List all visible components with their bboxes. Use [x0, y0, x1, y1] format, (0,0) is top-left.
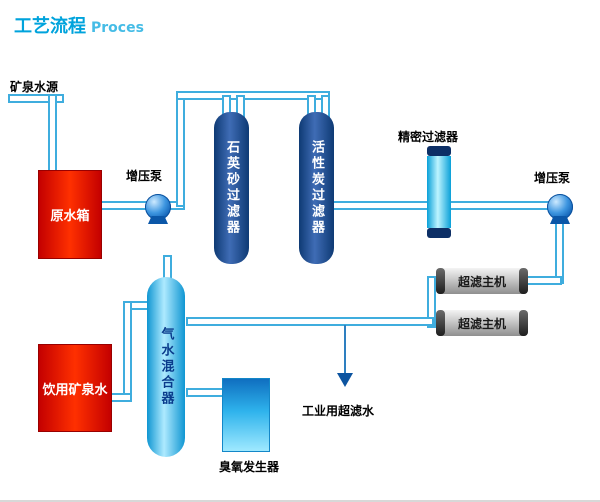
ozone-generator [222, 378, 270, 452]
line-industrial-branch [344, 325, 346, 375]
booster-pump-1-icon [145, 194, 171, 220]
uf-main-unit-1-label: 超滤主机 [457, 274, 506, 289]
arrow-down-icon [337, 373, 353, 387]
uf-main-unit-2: 超滤主机 [436, 310, 528, 336]
pipe-source-vertical [48, 94, 57, 176]
page-title-en: Proces [91, 20, 144, 36]
source-label: 矿泉水源 [10, 80, 59, 94]
quartz-sand-filter-label: 石英砂过滤器 [224, 140, 239, 236]
ozone-generator-label: 臭氧发生器 [219, 460, 280, 474]
raw-water-tank-label: 原水箱 [50, 209, 90, 224]
pipe-source-horizontal [8, 94, 64, 103]
gas-water-mixer: 气水混合器 [147, 277, 185, 457]
uf-main-unit-2-label: 超滤主机 [457, 316, 506, 331]
pipe-mixer-down [123, 301, 132, 401]
precision-filter [427, 146, 451, 238]
precision-filter-bottom-cap [427, 228, 451, 238]
precision-filter-label: 精密过滤器 [398, 130, 459, 144]
precision-filter-body [427, 156, 451, 228]
pipe-uf-return [186, 317, 434, 326]
page-title-zh: 工艺流程 [14, 16, 86, 37]
pump2-label: 增压泵 [534, 171, 571, 185]
drinking-water-tank: 饮用矿泉水 [38, 344, 112, 432]
precision-filter-top-cap [427, 146, 451, 156]
gas-water-mixer-label: 气水混合器 [158, 327, 174, 407]
page-title: 工艺流程 Proces [14, 12, 144, 38]
activated-carbon-filter: 活性炭过滤器 [299, 112, 334, 264]
drinking-water-tank-label: 饮用矿泉水 [42, 382, 108, 398]
raw-water-tank: 原水箱 [38, 170, 102, 259]
booster-pump-2-icon [547, 194, 573, 220]
pump1-label: 增压泵 [126, 169, 163, 183]
quartz-sand-filter: 石英砂过滤器 [214, 112, 249, 264]
pipe-rawtank-to-pump1 [100, 201, 185, 210]
uf-main-unit-1: 超滤主机 [436, 268, 528, 294]
pipe-riser-pump1 [176, 91, 185, 207]
industrial-uf-water-label: 工业用超滤水 [302, 404, 375, 418]
pipe-uf-left-link [427, 276, 436, 328]
activated-carbon-filter-label: 活性炭过滤器 [309, 140, 324, 236]
